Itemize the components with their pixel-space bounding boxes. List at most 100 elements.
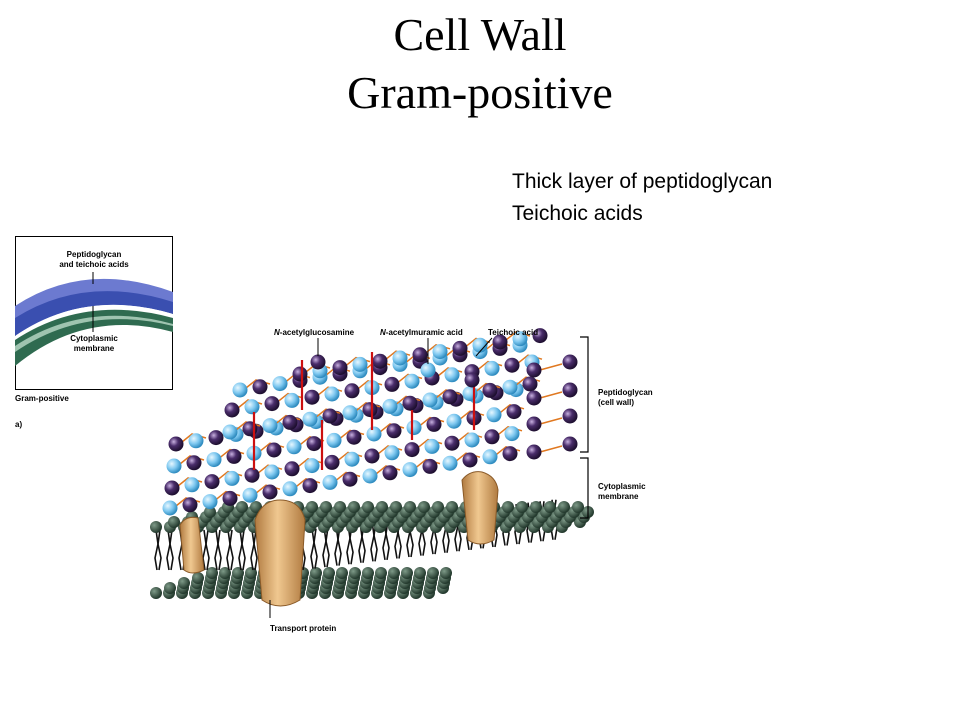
lipid-head	[336, 567, 348, 579]
lipid-head	[323, 567, 335, 579]
lipid-head	[390, 501, 402, 513]
glcnac-sugar	[404, 373, 420, 389]
glcnac-sugar	[444, 367, 460, 383]
murnac-sugar	[562, 354, 578, 370]
murnac-sugar	[262, 484, 278, 500]
murnac-sugar	[266, 442, 282, 458]
murnac-sugar	[292, 366, 308, 382]
murnac-sugar	[208, 430, 224, 446]
murnac-sugar	[426, 416, 442, 432]
lipid-head	[516, 501, 528, 513]
glcnac-sugar	[184, 477, 200, 493]
murnac-sugar	[302, 478, 318, 494]
murnac-sugar	[526, 416, 542, 432]
lipid-tail	[253, 529, 258, 571]
label-teichoic-acid: Teichoic acid	[488, 328, 539, 337]
murnac-sugar	[452, 340, 468, 356]
glcnac-sugar	[304, 458, 320, 474]
glcnac-sugar	[262, 418, 278, 434]
lipid-head	[375, 567, 387, 579]
murnac-sugar	[344, 383, 360, 399]
glcnac-sugar	[504, 426, 520, 442]
inset-diagram	[15, 236, 173, 390]
murnac-sugar	[252, 379, 268, 395]
title-line-1: Cell Wall	[393, 9, 567, 60]
glcnac-sugar	[264, 464, 280, 480]
glcnac-sugar	[206, 452, 222, 468]
lipid-head	[376, 501, 388, 513]
lipid-head	[349, 567, 361, 579]
peptide-crosslink	[539, 417, 563, 425]
murnac-sugar	[168, 436, 184, 452]
inset-caption: Gram-positive	[15, 394, 69, 403]
murnac-sugar	[444, 435, 460, 451]
label-peptidoglycan-cell-wall: Peptidoglycan (cell wall)	[598, 388, 653, 407]
transport-protein-left	[179, 516, 205, 574]
lipid-head	[558, 501, 570, 513]
label-n-acetylglucosamine: N-acetylglucosamine	[274, 328, 355, 337]
glcnac-sugar	[362, 468, 378, 484]
glcnac-sugar	[352, 356, 368, 372]
lipid-head	[206, 567, 218, 579]
lipid-head	[502, 501, 514, 513]
bullet-thick-peptidoglycan: Thick layer of peptidoglycan	[512, 170, 773, 193]
lipid-tail	[313, 528, 318, 569]
murnac-sugar	[226, 448, 242, 464]
glcnac-sugar	[324, 386, 340, 402]
glcnac-sugar	[432, 344, 448, 360]
lipid-head	[362, 567, 374, 579]
glcnac-sugar	[406, 420, 422, 436]
lipid-head	[432, 501, 444, 513]
murnac-sugar	[304, 389, 320, 405]
peptidoglycan-bracket	[580, 336, 589, 453]
peptidoglycan-lattice	[162, 328, 578, 516]
glcnac-sugar	[244, 399, 260, 415]
glcnac-sugar	[242, 487, 258, 503]
lipid-head	[530, 501, 542, 513]
lipid-head	[362, 501, 374, 513]
lipid-head	[418, 501, 430, 513]
glcnac-sugar	[482, 449, 498, 465]
lipid-head	[168, 516, 180, 528]
murnac-sugar	[204, 474, 220, 490]
murnac-sugar	[532, 328, 548, 344]
lipid-head	[236, 501, 248, 513]
murnac-sugar	[526, 362, 542, 378]
murnac-sugar	[382, 465, 398, 481]
murnac-sugar	[186, 455, 202, 471]
murnac-sugar	[502, 446, 518, 462]
lipid-head	[245, 567, 257, 579]
lipid-tail	[157, 529, 162, 571]
lipid-tail	[325, 527, 330, 568]
lipid-head	[572, 501, 584, 513]
glcnac-sugar	[442, 455, 458, 471]
murnac-sugar	[224, 402, 240, 418]
glcnac-sugar	[232, 382, 248, 398]
lipid-head	[219, 567, 231, 579]
glcnac-sugar	[342, 405, 358, 421]
murnac-sugar	[372, 353, 388, 369]
glcnac-sugar	[446, 413, 462, 429]
murnac-sugar	[412, 347, 428, 363]
glcnac-sugar	[284, 392, 300, 408]
glcnac-sugar	[392, 350, 408, 366]
lipid-tail	[229, 529, 234, 571]
lipid-tail	[241, 529, 246, 571]
glcnac-sugar	[472, 337, 488, 353]
glcnac-sugar	[272, 376, 288, 392]
peptide-crosslink	[539, 445, 563, 453]
murnac-sugar	[504, 357, 520, 373]
lipid-head	[401, 567, 413, 579]
glcnac-sugar	[486, 407, 502, 423]
murnac-sugar	[324, 454, 340, 470]
label-cytoplasmic-membrane: Cytoplasmic membrane	[598, 482, 646, 501]
glcnac-sugar	[502, 379, 518, 395]
glcnac-sugar	[382, 398, 398, 414]
lipid-tail	[154, 529, 159, 571]
glcnac-sugar	[464, 432, 480, 448]
lipid-tail	[310, 528, 315, 569]
murnac-sugar	[322, 408, 338, 424]
murnac-sugar	[182, 497, 198, 513]
murnac-sugar	[422, 458, 438, 474]
